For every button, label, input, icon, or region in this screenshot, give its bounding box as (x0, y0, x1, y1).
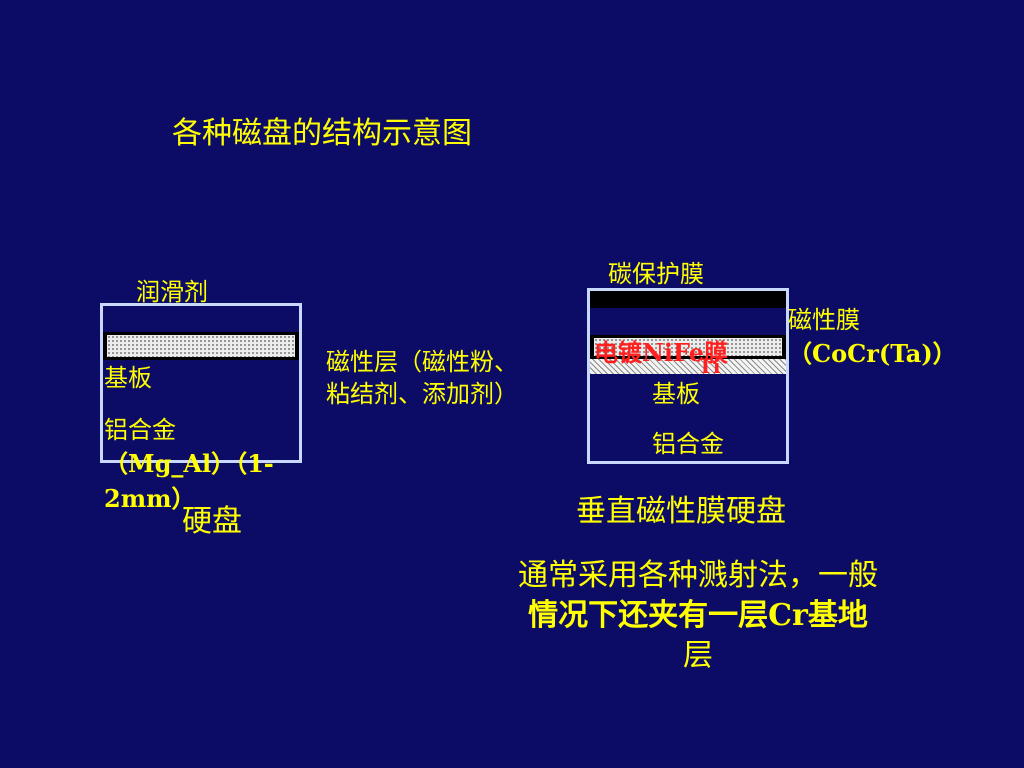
right-substrate-label: 基板 (652, 380, 700, 408)
magnetic-film-label: 磁性膜 (788, 306, 860, 334)
carbon-film (590, 291, 786, 308)
lubricant-label: 润滑剂 (136, 278, 208, 306)
alloy-label: 铝合金 (104, 416, 176, 444)
magnetic-layer-label: 磁性层（磁性粉、 (326, 348, 518, 376)
ti-label: Ti (698, 354, 721, 378)
substrate-label: 基板 (104, 364, 152, 392)
hard-disk-caption: 硬盘 (182, 504, 242, 539)
note-line-3: 层 (683, 638, 713, 673)
nife-plating-label: 电镀NiFe膜 (594, 338, 729, 367)
carbon-film-label: 碳保护膜 (608, 260, 704, 288)
alloy-thickness-label: 2mm） (104, 484, 196, 513)
slide-title: 各种磁盘的结构示意图 (172, 116, 472, 151)
hard-disk-diagram (100, 303, 302, 463)
nife-plating (594, 338, 782, 356)
note-line-1: 通常采用各种溅射法，一般 (518, 558, 878, 593)
right-alloy-label: 铝合金 (652, 430, 724, 458)
magnetic-layer (107, 335, 295, 357)
magnetic-layer-label-cont: 粘结剂、添加剂） (326, 380, 518, 408)
note-line-2: 情况下还夹有一层Cr基地 (528, 598, 868, 633)
perpendicular-disk-diagram (587, 288, 789, 464)
magnetic-film-composition: （CoCr(Ta)） (788, 339, 957, 368)
ti-layer (590, 359, 786, 374)
perpendicular-disk-caption: 垂直磁性膜硬盘 (576, 494, 786, 529)
alloy-composition-label: （Mg_Al）（1- (104, 449, 274, 478)
